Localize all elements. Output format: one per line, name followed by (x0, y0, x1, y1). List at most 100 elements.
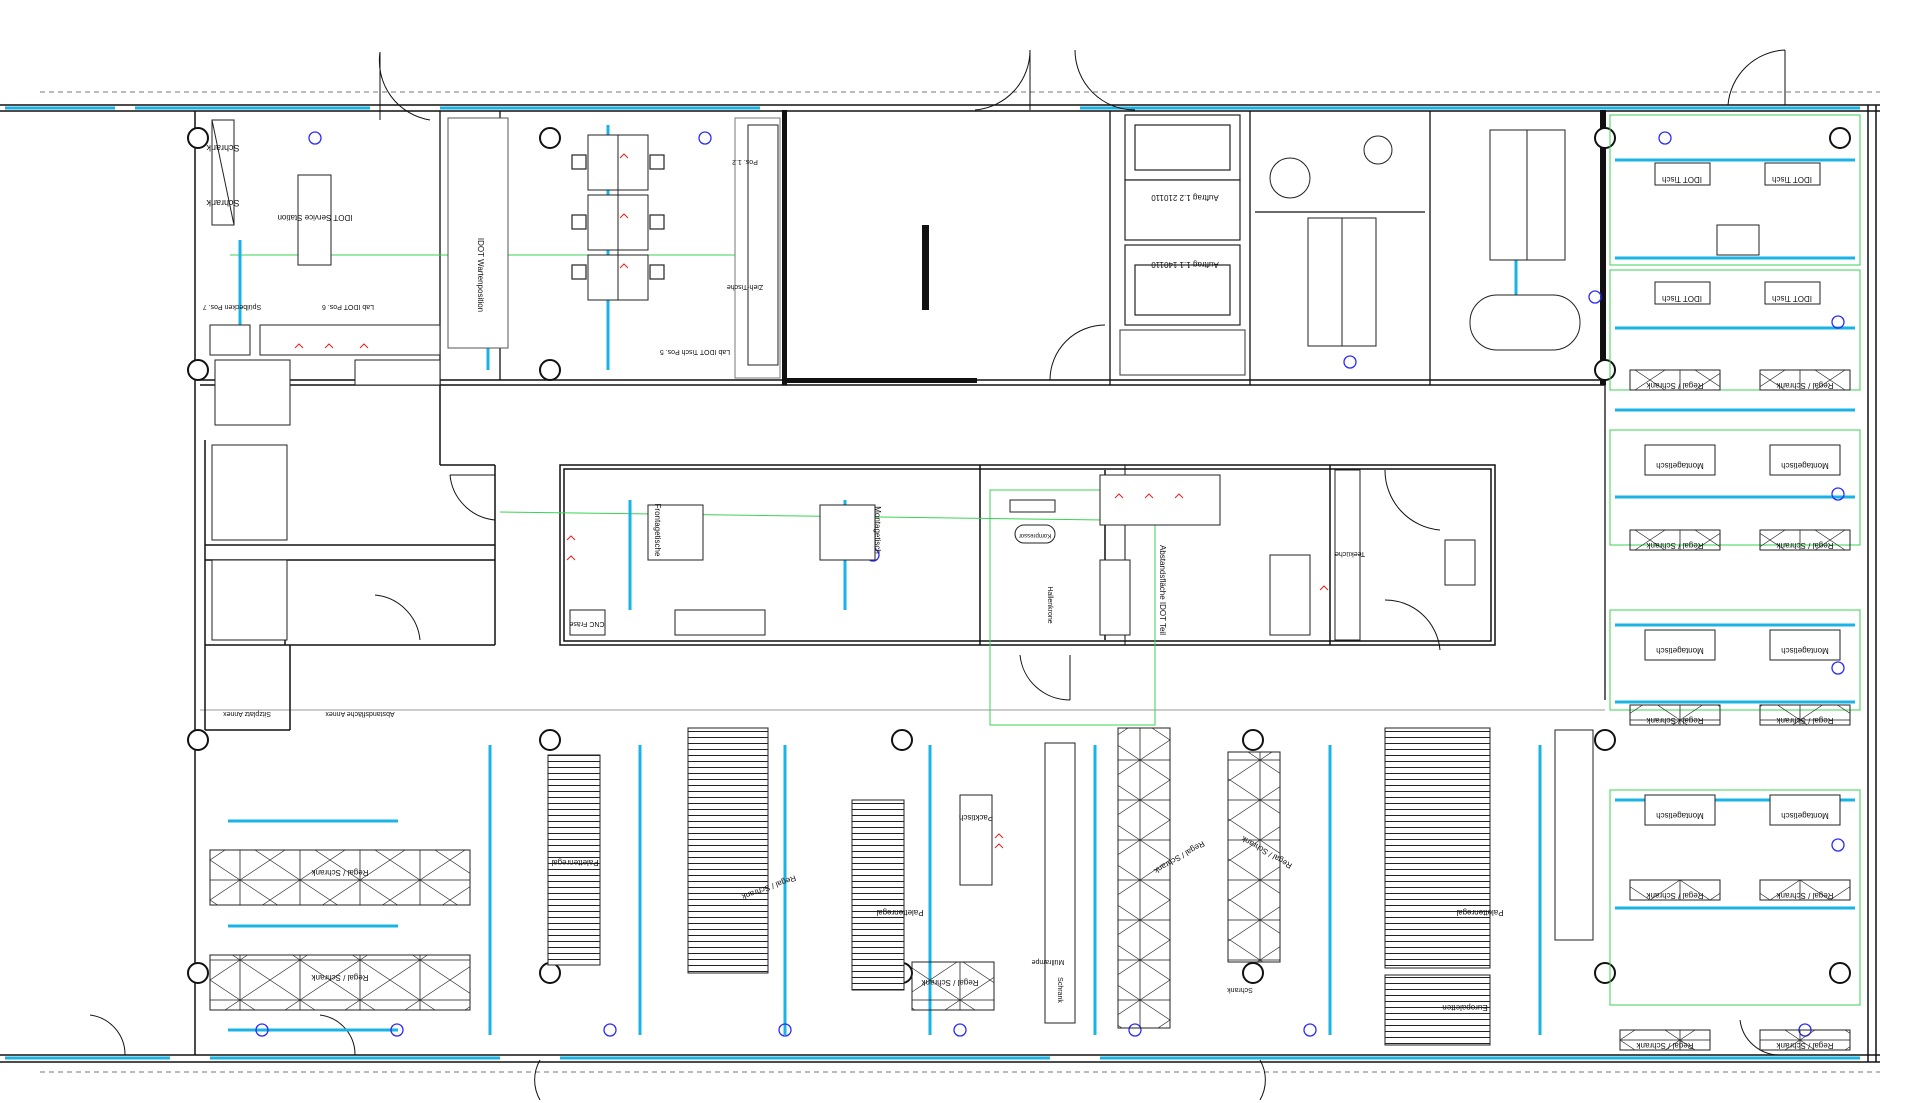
label-regal-br1: Regal / Schrank (1636, 1041, 1694, 1050)
label-cnc-fraese: CNC Fräse (569, 620, 604, 627)
label-abstandsflaeche: Abstandsfläche IDOT Teil (1158, 545, 1167, 635)
label-montagetisch-5: Montagetisch (1656, 811, 1704, 820)
outlet-circle-icon (1831, 315, 1845, 329)
label-montagetisch-6: Montagetisch (1781, 811, 1829, 820)
label-palettenregal-1: Palettenregal (551, 858, 598, 867)
column-icon (187, 127, 209, 149)
chair-icon (571, 214, 587, 230)
outlet-circle-icon (390, 1023, 404, 1037)
door-swing-icon (1384, 599, 1441, 651)
label-montagetisch-c: Montagetisch (873, 506, 882, 554)
outlet-circle-icon (1343, 355, 1357, 369)
site-boundary (40, 91, 1880, 1073)
label-auftrag-11: Auftrag 1.1 140110 (1151, 260, 1219, 269)
lab-desks (587, 117, 781, 379)
column-icon (1242, 729, 1264, 751)
column-icon (1594, 729, 1616, 751)
left-storage (209, 117, 509, 641)
label-kompressor: Kompressor (1019, 532, 1051, 538)
label-regal-l2: Regal / Schrank (311, 973, 369, 982)
label-montagetisch-3: Montagetisch (1656, 646, 1704, 655)
outlet-circle-icon (1588, 290, 1602, 304)
outlet-circle-icon (698, 131, 712, 145)
outlet-circle-icon (1303, 1023, 1317, 1037)
label-packtisch: Packtisch (959, 813, 993, 822)
label-hallenkrone: Hallenkrone (1046, 586, 1053, 623)
label-abstandsflaeche-annex: Abstandsfläche Annex (325, 710, 395, 717)
column-icon (1594, 962, 1616, 984)
column-icon (187, 962, 209, 984)
column-icon (1594, 127, 1616, 149)
door-swing-icon (449, 474, 496, 521)
chair-icon (649, 154, 665, 170)
door-swing-icon (1727, 49, 1786, 106)
outlet-circle-icon (255, 1023, 269, 1037)
label-idot-tisch-4: IDOT Tisch (1772, 294, 1812, 303)
door-swing-icon (89, 1014, 126, 1056)
label-ziehtische: Zieh-Tische (727, 283, 763, 290)
door-swing-icon (319, 1014, 356, 1056)
label-schrank-m2: Schrank (1227, 986, 1253, 993)
label-regal-r2b: Regal / Schrank (1776, 541, 1834, 550)
label-palettenregal-3: Palettenregal (1456, 908, 1503, 917)
meeting-tables (1269, 129, 1581, 351)
label-frontagetische: Frontagetische (653, 504, 662, 557)
label-regal-r2a: Regal / Schrank (1646, 541, 1704, 550)
door-swing-icon (534, 1059, 541, 1101)
chair-icon (571, 154, 587, 170)
label-sitzplatz: Sitzplatz Annex (223, 710, 271, 717)
outlet-circle-icon (308, 131, 322, 145)
auftrag-equipment (1119, 114, 1246, 376)
door-swings (89, 49, 1786, 1101)
column-icon (1829, 127, 1851, 149)
column-icon (187, 729, 209, 751)
column-icon (539, 127, 561, 149)
label-wartenposition: IDOT Wartenposition (476, 238, 485, 312)
column-icon (187, 359, 209, 381)
label-montagetisch-1: Montagetisch (1656, 461, 1704, 470)
column-icon (539, 962, 561, 984)
heavy-walls (782, 110, 1606, 385)
outlet-circle-icon (953, 1023, 967, 1037)
chair-icon (649, 214, 665, 230)
label-muellrampe: Müllrampe (1032, 958, 1065, 965)
label-lab-idot-tisch: Lab IDOT Tisch Pos. 5 (660, 348, 730, 355)
label-palettenregal-2: Palettenregal (876, 908, 923, 917)
column-icon (1242, 962, 1264, 984)
door-swing-icon (1739, 1019, 1781, 1056)
label-regal-br2: Regal / Schrank (1776, 1041, 1834, 1050)
label-schrank-2: Schrank (206, 198, 240, 208)
outlet-circle-icon (778, 1023, 792, 1037)
label-regal-l1: Regal / Schrank (311, 868, 369, 877)
outlet-circle-icon (1658, 131, 1672, 145)
label-auftrag-12: Auftrag 1.2 210110 (1151, 193, 1219, 202)
label-spuele: Spülbecken Pos. 7 (203, 303, 261, 310)
interior-walls (200, 379, 1605, 731)
column-icon (1829, 962, 1851, 984)
label-pos12: Pos. 1.2 (732, 158, 758, 165)
outlet-circle-icon (1831, 838, 1845, 852)
label-regal-r3a: Regal / Schrank (1646, 716, 1704, 725)
label-montagetisch-2: Montagetisch (1781, 461, 1829, 470)
column-icon (539, 359, 561, 381)
window-strips (5, 106, 1860, 1060)
door-swing-icon (1049, 324, 1106, 381)
outlet-circle-icon (603, 1023, 617, 1037)
door-swing-icon (974, 49, 1031, 111)
door-swing-icon (1259, 1059, 1266, 1101)
column-icon (891, 729, 913, 751)
label-service-station: IDOT Service Station (278, 213, 353, 222)
chair-icon (571, 264, 587, 280)
label-regal-r3b: Regal / Schrank (1776, 716, 1834, 725)
outlet-circle-icon (1831, 487, 1845, 501)
label-europaletten: Europaletten (1442, 1003, 1487, 1012)
middle-room-furniture (569, 469, 1476, 641)
door-swing-icon (1384, 469, 1441, 531)
label-lab-idot-pos6: Lab IDOT Pos. 6 (322, 303, 374, 310)
door-swing-icon (1074, 49, 1136, 111)
label-schrank-m: Schrank (1056, 977, 1063, 1003)
outlet-circle-icon (1831, 661, 1845, 675)
chair-icon (649, 264, 665, 280)
label-regal-r1a: Regal / Schrank (1646, 381, 1704, 390)
